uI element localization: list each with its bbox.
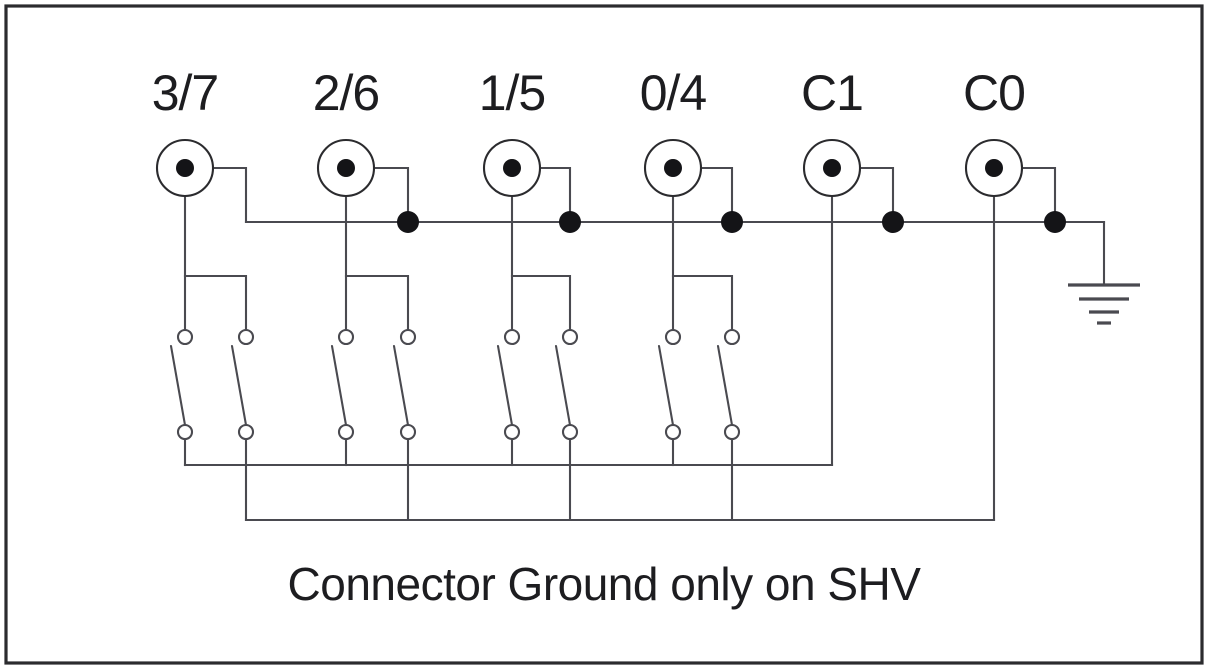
diagram-caption: Connector Ground only on SHV xyxy=(288,558,922,610)
switch-terminal-2-6-right-top xyxy=(399,328,417,346)
switch-bracket-0-4 xyxy=(671,274,734,339)
switch-terminal-0-4-left-top xyxy=(664,328,682,346)
switch-terminal-3-7-left-top xyxy=(176,328,194,346)
port-label-0-4: 0/4 xyxy=(640,65,707,121)
switch-terminal-2-6-left-top xyxy=(337,328,355,346)
connector-group xyxy=(155,138,1024,198)
connector-1-5[interactable] xyxy=(482,138,542,198)
switch-terminal-1-5-left-bottom xyxy=(503,423,521,441)
switch-terminal-0-4-right-bottom xyxy=(723,423,741,441)
junction-dot-2-6 xyxy=(397,211,419,233)
connector-2-6[interactable] xyxy=(316,138,376,198)
switch-blade-2-6-left xyxy=(330,344,348,427)
switch-terminal-group xyxy=(176,328,741,441)
port-label-2-6: 2/6 xyxy=(313,65,380,121)
switch-terminal-2-6-right-bottom xyxy=(399,423,417,441)
switch-blade-group xyxy=(169,344,734,427)
switch-terminal-3-7-right-top xyxy=(237,328,255,346)
switch-bracket-2-6 xyxy=(344,274,410,339)
junction-dot-group xyxy=(397,211,1066,233)
switch-blade-3-7-right xyxy=(230,344,248,427)
port-label-3-7: 3/7 xyxy=(152,65,219,121)
connector-3-7[interactable] xyxy=(155,138,215,198)
switch-terminal-3-7-right-bottom xyxy=(237,423,255,441)
switch-bracket-3-7 xyxy=(183,274,248,339)
switch-blade-1-5-left xyxy=(496,344,514,427)
connector-0-4[interactable] xyxy=(643,138,703,198)
connector-c1[interactable] xyxy=(802,138,862,198)
connector-pin-c0 xyxy=(985,159,1003,177)
connector-pin-3-7 xyxy=(176,159,194,177)
connector-pin-c1 xyxy=(823,159,841,177)
port-label-1-5: 1/5 xyxy=(479,65,546,121)
port-label-c0: C0 xyxy=(963,65,1025,121)
switch-terminal-3-7-left-bottom xyxy=(176,423,194,441)
shield-drop-c0 xyxy=(1018,166,1057,224)
switch-terminal-0-4-right-top xyxy=(723,328,741,346)
switch-blade-0-4-left xyxy=(657,344,675,427)
switch-terminal-2-6-left-bottom xyxy=(337,423,355,441)
switch-bracket-1-5 xyxy=(510,274,572,339)
switch-blade-3-7-left xyxy=(169,344,187,427)
connector-pin-2-6 xyxy=(337,159,355,177)
shield-drop-2-6 xyxy=(370,166,410,224)
shield-drop-c1 xyxy=(856,166,895,224)
switch-terminal-1-5-right-bottom xyxy=(561,423,579,441)
connector-c0[interactable] xyxy=(964,138,1024,198)
port-label-c1: C1 xyxy=(801,65,863,121)
shield-drop-1-5 xyxy=(536,166,572,224)
port-label-group: 3/7 2/6 1/5 0/4 C1 C0 xyxy=(152,65,1026,121)
shield-drop-3-7 xyxy=(209,166,248,224)
junction-dot-c1 xyxy=(882,211,904,233)
ground-symbol xyxy=(1068,220,1140,325)
switch-blade-0-4-right xyxy=(716,344,734,427)
switch-blade-2-6-right xyxy=(392,344,410,427)
switch-terminal-1-5-left-top xyxy=(503,328,521,346)
shield-drop-0-4 xyxy=(697,166,734,224)
switch-terminal-0-4-left-bottom xyxy=(664,423,682,441)
switch-terminal-1-5-right-top xyxy=(561,328,579,346)
junction-dot-1-5 xyxy=(559,211,581,233)
connector-pin-1-5 xyxy=(503,159,521,177)
junction-dot-0-4 xyxy=(721,211,743,233)
connector-pin-0-4 xyxy=(664,159,682,177)
diagram-frame xyxy=(4,4,1204,665)
switch-blade-1-5-right xyxy=(554,344,572,427)
junction-dot-c0 xyxy=(1044,211,1066,233)
